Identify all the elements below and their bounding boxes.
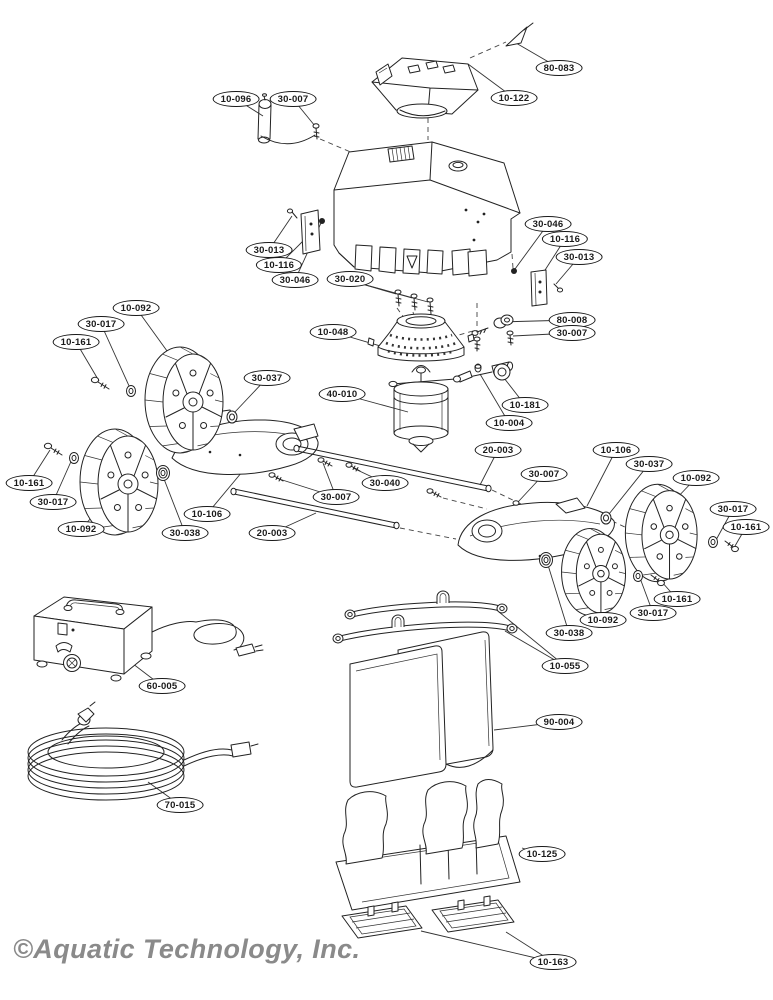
part-callout: 20-003 bbox=[248, 525, 296, 541]
part-callout: 10-181 bbox=[501, 397, 549, 413]
part-callout: 80-083 bbox=[535, 60, 583, 76]
part-callout: 10-122 bbox=[490, 90, 538, 106]
fasteners-right bbox=[454, 315, 514, 382]
part-callout: 10-116 bbox=[541, 231, 589, 247]
part-callout: 10-163 bbox=[529, 954, 577, 970]
part-callout: 70-015 bbox=[156, 797, 204, 813]
part-callout: 30-013 bbox=[245, 242, 293, 258]
part-callout: 30-038 bbox=[161, 525, 209, 541]
part-callout: 10-092 bbox=[112, 300, 160, 316]
part-callout: 10-161 bbox=[5, 475, 53, 491]
part-callout: 10-092 bbox=[579, 612, 627, 628]
copyright-text: ©Aquatic Technology, Inc. bbox=[13, 934, 361, 964]
part-callout: 30-007 bbox=[269, 91, 317, 107]
part-callout: 30-017 bbox=[29, 494, 77, 510]
caddy-upper bbox=[350, 632, 493, 787]
float-and-cable bbox=[258, 94, 319, 144]
part-callout: 10-161 bbox=[722, 519, 770, 535]
assembly-dashed-lines bbox=[320, 42, 629, 539]
part-callout: 20-003 bbox=[474, 442, 522, 458]
base-plates bbox=[342, 896, 514, 938]
part-callout: 30-017 bbox=[629, 605, 677, 621]
part-callout: 30-017 bbox=[709, 501, 757, 517]
part-callout: 30-007 bbox=[548, 325, 596, 341]
drive-motor bbox=[389, 362, 513, 452]
main-housing bbox=[334, 142, 520, 276]
part-callout: 30-007 bbox=[312, 489, 360, 505]
side-plate-left bbox=[287, 209, 325, 254]
caddy-straps bbox=[333, 591, 517, 643]
support-tubes bbox=[231, 445, 519, 528]
part-callout: 30-046 bbox=[271, 272, 319, 288]
part-callout: 10-092 bbox=[672, 470, 720, 486]
part-callout: 30-046 bbox=[524, 216, 572, 232]
floating-cable bbox=[28, 702, 258, 800]
impeller-basket bbox=[368, 314, 474, 361]
mounting-screws bbox=[395, 290, 433, 314]
part-callout: 10-161 bbox=[52, 334, 100, 350]
part-callout: 90-004 bbox=[535, 714, 583, 730]
part-callout: 10-116 bbox=[255, 257, 303, 273]
part-callout: 30-038 bbox=[545, 625, 593, 641]
wheel-hardware bbox=[44, 377, 738, 585]
part-callout: 30-017 bbox=[77, 316, 125, 332]
part-callout: 10-096 bbox=[212, 91, 260, 107]
part-callout: 60-005 bbox=[138, 678, 186, 694]
part-callout: 10-004 bbox=[485, 415, 533, 431]
part-callout: 10-055 bbox=[541, 658, 589, 674]
part-callout: 10-125 bbox=[518, 846, 566, 862]
part-callout: 30-013 bbox=[555, 249, 603, 265]
part-callout: 30-037 bbox=[625, 456, 673, 472]
power-supply bbox=[34, 597, 263, 681]
part-callout: 10-161 bbox=[653, 591, 701, 607]
side-plate-right bbox=[511, 268, 563, 306]
part-callout: 30-020 bbox=[326, 271, 374, 287]
part-callout: 10-106 bbox=[183, 506, 231, 522]
part-callout: 10-106 bbox=[592, 442, 640, 458]
part-callout: 40-010 bbox=[318, 386, 366, 402]
caddy-base bbox=[336, 780, 520, 911]
part-callout: 30-037 bbox=[243, 370, 291, 386]
part-callout: 10-048 bbox=[309, 324, 357, 340]
part-callout: 10-092 bbox=[57, 521, 105, 537]
top-cover-assembly bbox=[372, 23, 533, 118]
part-callout: 30-040 bbox=[361, 475, 409, 491]
part-callout: 30-007 bbox=[520, 466, 568, 482]
